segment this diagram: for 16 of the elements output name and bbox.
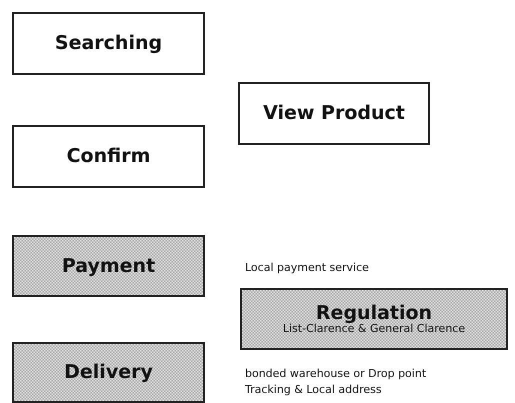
node-title: Regulation <box>316 302 432 324</box>
side-note: Tracking & Local address <box>245 382 382 398</box>
node-title: Payment <box>62 256 156 276</box>
process-box <box>12 125 205 188</box>
note-text: Local payment service <box>245 260 369 276</box>
side-note: bonded warehouse or Drop point <box>245 366 426 382</box>
node-subtitle: List-Clarence & General Clarence <box>282 323 466 336</box>
node-title: Delivery <box>64 362 153 383</box>
shaded-box <box>12 235 205 297</box>
process-box <box>12 12 205 75</box>
node-title: View Product <box>263 103 405 124</box>
shaded-box <box>240 288 508 350</box>
node-title: Searching <box>54 33 162 54</box>
process-box <box>238 82 430 145</box>
shaded-box <box>12 342 205 403</box>
node-title: Confirm <box>66 146 150 167</box>
